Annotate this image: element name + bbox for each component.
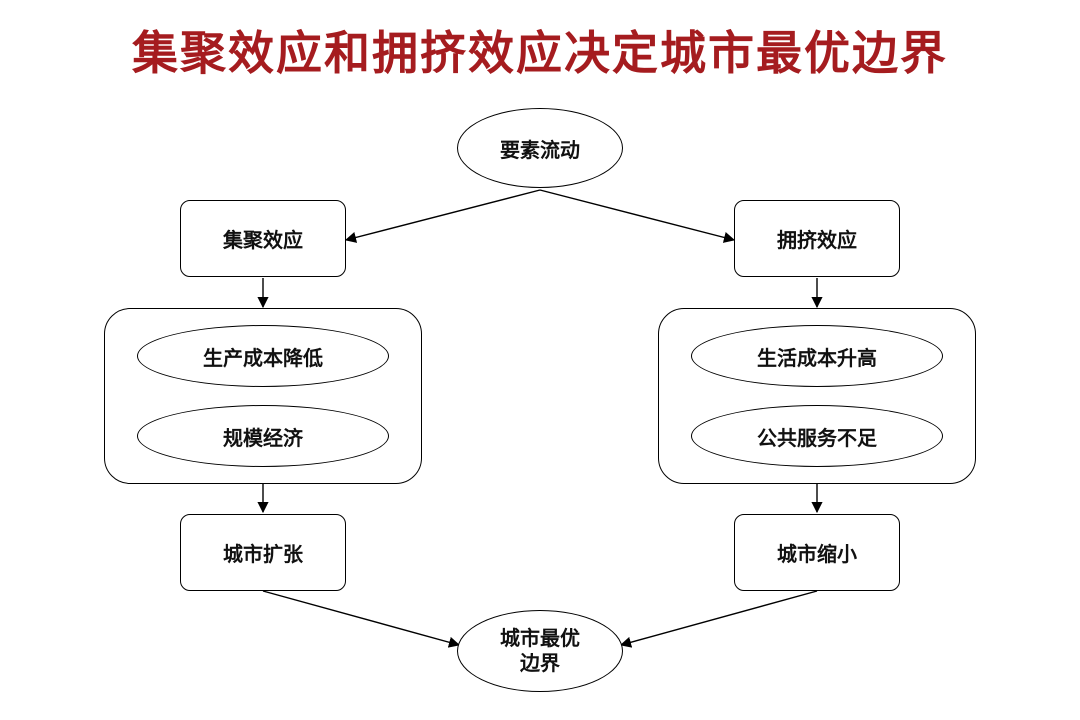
node-scale-economy: 规模经济 [137, 405, 389, 467]
right-effects-group [658, 308, 976, 484]
page-title: 集聚效应和拥挤效应决定城市最优边界 [132, 26, 948, 80]
arrow-expansion-to-boundary [262, 590, 461, 648]
node-optimal-city-boundary: 城市最优 边界 [457, 610, 623, 692]
node-higher-living-cost: 生活成本升高 [691, 325, 943, 387]
node-city-expansion: 城市扩张 [180, 514, 346, 591]
node-lower-production-cost: 生产成本降低 [137, 325, 389, 387]
arrow-flow-to-agglomeration [344, 189, 541, 243]
arrow-shrink-to-boundary [619, 590, 818, 648]
node-public-service-shortage: 公共服务不足 [691, 405, 943, 467]
node-congestion-effect: 拥挤效应 [734, 200, 900, 277]
node-factor-flow: 要素流动 [457, 108, 623, 188]
left-effects-group [104, 308, 422, 484]
arrow-flow-to-congestion [539, 189, 736, 243]
node-city-shrink: 城市缩小 [734, 514, 900, 591]
node-agglomeration-effect: 集聚效应 [180, 200, 346, 277]
